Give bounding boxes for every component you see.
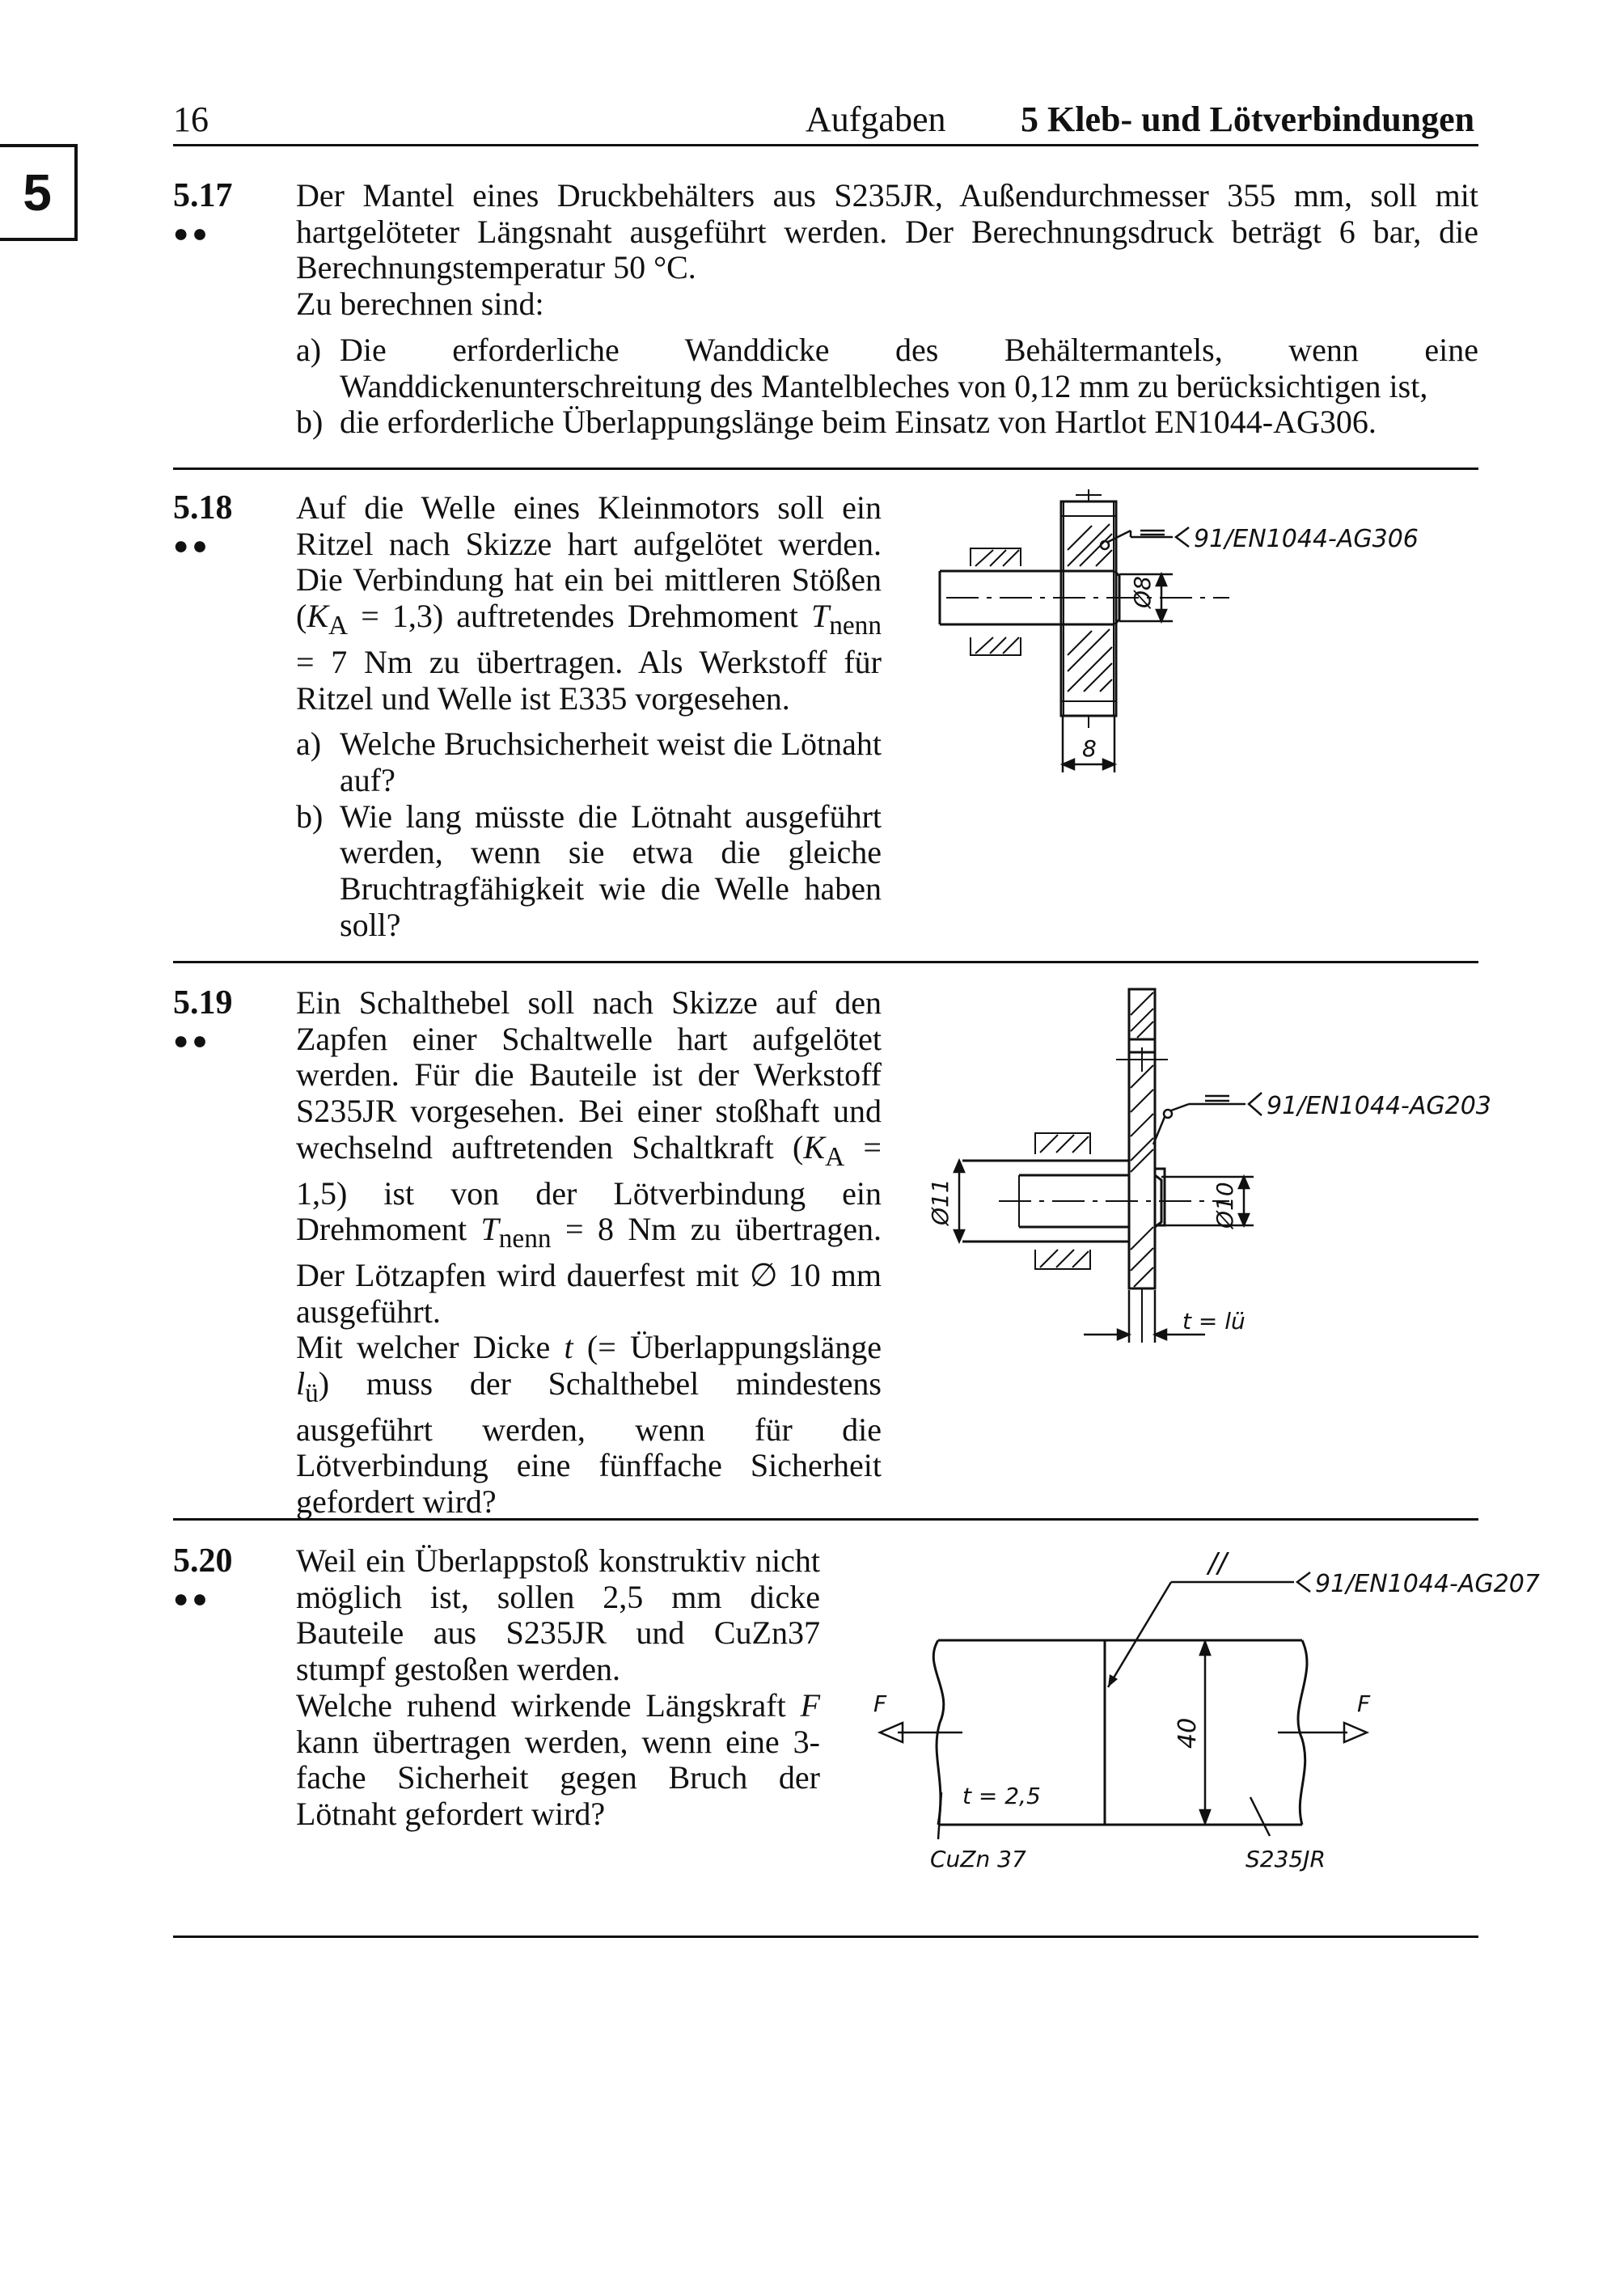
break-line <box>1296 1639 1309 1826</box>
header-section: Aufgaben <box>806 99 946 139</box>
chapter-tab: 5 <box>0 144 78 241</box>
problem-number: 5.18 <box>173 489 233 527</box>
dim-diameter: Ø8 <box>1129 576 1156 609</box>
problem-number: 5.20 <box>173 1542 233 1580</box>
lever-outline <box>1127 988 1157 1290</box>
task-text: Wie lang müsste die Lötnaht ausgeführt w… <box>340 797 882 943</box>
task-list: a) Die erforderliche Wanddicke des Behäl… <box>296 332 1478 441</box>
figure-5-20: // 91/EN1044-AG207 F F 40 t = 2,5 CuZn 3… <box>873 1547 1540 1872</box>
task-item: b) Wie lang müsste die Lötnaht ausgeführ… <box>296 797 882 944</box>
task-item: a) Die erforderliche Wanddicke des Behäl… <box>296 332 1478 404</box>
weld-symbol-label: 91/EN1044-AG203 <box>1267 1092 1491 1120</box>
problem-5-19-text: Ein Schalthebel soll nach Skizze auf den… <box>296 984 882 1521</box>
force-label-left: F <box>873 1690 887 1717</box>
section-rule <box>173 1936 1478 1938</box>
difficulty-dots: ●● <box>173 531 211 560</box>
task-text: Welche Bruchsicherheit weist die Lötnaht… <box>340 726 882 798</box>
difficulty-dots: ●● <box>173 1584 211 1613</box>
problem-number: 5.19 <box>173 984 233 1022</box>
problem-number: 5.17 <box>173 177 233 214</box>
thickness-note: t = 2,5 <box>962 1783 1041 1809</box>
break-line <box>932 1639 945 1826</box>
section-rule <box>173 961 1478 963</box>
figure-5-19: 91/EN1044-AG203 Ø11 Ø10 t = lü <box>927 988 1491 1343</box>
task-text: Die erforderliche Wanddicke des Behälter… <box>340 331 1478 404</box>
paragraph: Der Mantel eines Druckbehälters aus S235… <box>296 177 1478 286</box>
dim-thickness: t = lü <box>1182 1308 1245 1335</box>
task-text: die erforderliche Überlappungslänge beim… <box>340 404 1377 441</box>
task-label: a) <box>296 331 322 368</box>
material-right: S235JR <box>1245 1846 1326 1872</box>
dim-width: 8 <box>1082 735 1097 762</box>
difficulty-dots: ●● <box>173 1026 211 1055</box>
difficulty-dots: ●● <box>173 218 211 247</box>
paragraph: Weil ein Überlappstoß konstruktiv nicht … <box>296 1542 820 1688</box>
paragraph: Mit welcher Dicke t (= Überlappungslänge… <box>296 1329 882 1521</box>
task-item: b) die erforderliche Überlappungslänge b… <box>296 404 1478 441</box>
weld-mark: // <box>1206 1547 1229 1580</box>
section-rule <box>173 467 1478 470</box>
dim-outer: Ø11 <box>927 1178 954 1226</box>
task-label: a) <box>296 726 322 763</box>
weld-symbol-label: 91/EN1044-AG306 <box>1194 525 1419 553</box>
problem-5-18-text: Auf die Welle eines Kleinmotors soll ein… <box>296 489 882 943</box>
force-label-right: F <box>1357 1690 1371 1717</box>
task-label: b) <box>296 797 324 835</box>
weld-symbol-label: 91/EN1044-AG207 <box>1315 1570 1540 1598</box>
paragraph: Ein Schalthebel soll nach Skizze auf den… <box>296 984 882 1330</box>
problem-5-20-text: Weil ein Überlappstoß konstruktiv nicht … <box>296 1542 820 1833</box>
task-label: b) <box>296 404 324 441</box>
figure-5-18: 91/EN1044-AG306 Ø8 8 <box>938 489 1419 772</box>
task-list: a) Welche Bruchsicherheit weist die Lötn… <box>296 726 882 943</box>
paragraph: Auf die Welle eines Kleinmotors soll ein… <box>296 489 882 717</box>
dim-height: 40 <box>1174 1718 1202 1749</box>
task-item: a) Welche Bruchsicherheit weist die Lötn… <box>296 726 882 798</box>
material-left: CuZn 37 <box>930 1846 1026 1872</box>
page-number: 16 <box>173 99 209 139</box>
paragraph: Welche ruhend wirkende Längskraft F kann… <box>296 1686 820 1832</box>
header-chapter: 5 Kleb- und Lötverbindungen <box>1021 99 1475 139</box>
section-rule <box>173 1518 1478 1521</box>
dim-inner: Ø10 <box>1212 1182 1238 1229</box>
paragraph: Zu berechnen sind: <box>296 286 544 323</box>
problem-5-17-text: Der Mantel eines Druckbehälters aus S235… <box>296 177 1478 441</box>
header-rule <box>173 144 1478 146</box>
